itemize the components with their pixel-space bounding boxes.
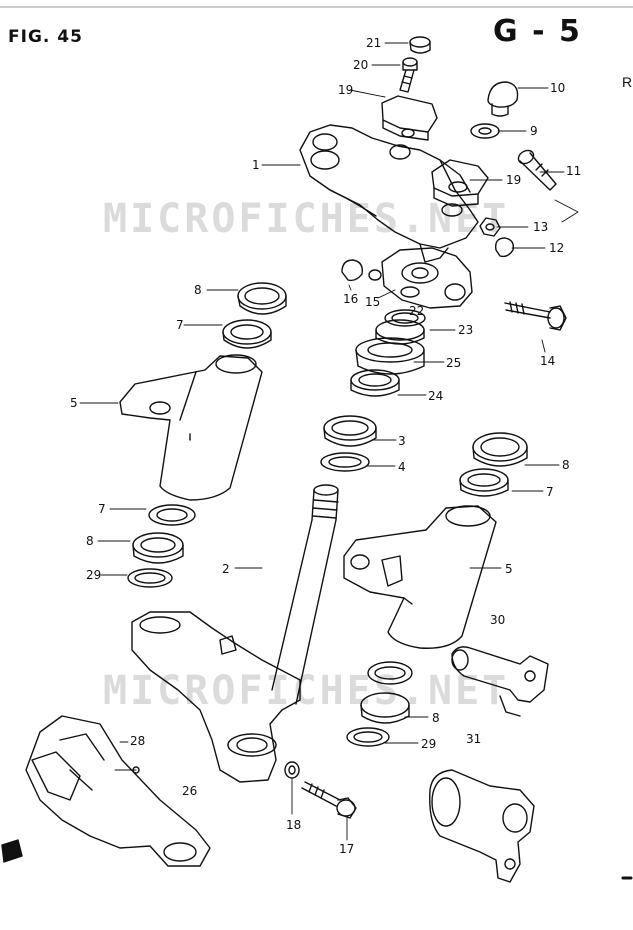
callout-29-right: 29	[421, 737, 437, 751]
part-29-lower-right-ring	[346, 727, 390, 747]
part-16-cap-nut	[341, 259, 363, 282]
callout-26: 26	[182, 784, 198, 798]
part-21-cap-nut	[409, 36, 431, 54]
callout-11: 11	[566, 164, 582, 178]
callout-30: 30	[490, 613, 506, 627]
part-20-bolt	[399, 57, 418, 93]
callout-19-top: 19	[338, 83, 354, 97]
part-8-lower-left-seal	[132, 532, 184, 564]
callout-7-lower-left: 7	[98, 502, 106, 516]
callout-14: 14	[540, 354, 556, 368]
part-2-steering-stem	[131, 484, 339, 783]
part-23-adjusting-nut	[375, 319, 425, 345]
part-7-upper-left-ring	[222, 319, 272, 349]
callout-5-right: 5	[505, 562, 513, 576]
watermark-bottom: MICROFICHES.NET	[103, 668, 510, 714]
leader-lines	[79, 42, 565, 841]
part-29-lower-left-ring	[127, 568, 173, 588]
callout-21: 21	[366, 36, 382, 50]
corner-stamp	[1, 839, 23, 863]
edge-mark: R	[622, 74, 633, 90]
arrow-mark	[554, 199, 579, 223]
callout-4: 4	[398, 460, 406, 474]
watermark-top: MICROFICHES.NET	[103, 196, 510, 242]
part-15-washer	[400, 286, 420, 298]
part-7-lower-left-ring	[148, 504, 196, 526]
part-22-lock-washer	[384, 309, 426, 327]
part-8-lower-right-seal	[360, 661, 413, 724]
part-10-handlebar-cap	[487, 81, 519, 117]
callout-8-right: 8	[562, 458, 570, 472]
part-8-right-seal	[472, 432, 528, 467]
part-13-nut	[479, 217, 501, 237]
callout-18: 18	[286, 818, 302, 832]
callout-29-left: 29	[86, 568, 102, 582]
callout-10: 10	[550, 81, 566, 95]
part-25-bearing-cover	[355, 337, 425, 375]
part-1-upper-bracket	[299, 124, 479, 263]
part-28-screw	[132, 766, 140, 774]
callout-7-right: 7	[546, 485, 554, 499]
callout-28: 28	[130, 734, 146, 748]
figure-label: FIG. 45	[8, 27, 83, 47]
part-31-housing	[429, 769, 535, 883]
part-9-washer	[470, 123, 500, 139]
part-18-washer	[284, 761, 300, 779]
callout-8-lower-left: 8	[86, 534, 94, 548]
section-code: G - 5	[493, 14, 582, 49]
callout-20: 20	[353, 58, 369, 72]
callout-23: 23	[458, 323, 474, 337]
callout-25: 25	[446, 356, 462, 370]
callout-7-upper-left: 7	[176, 318, 184, 332]
part-19-upper-handlebar-holder	[381, 95, 438, 141]
callout-8-lower-right: 8	[432, 711, 440, 725]
callout-17: 17	[339, 842, 355, 856]
callout-12: 12	[549, 241, 565, 255]
callout-24: 24	[428, 389, 444, 403]
callout-31: 31	[466, 732, 482, 746]
part-30-reflector-bracket	[451, 646, 549, 717]
callout-3: 3	[398, 434, 406, 448]
part-4-race-ring	[320, 452, 370, 472]
callout-1: 1	[252, 158, 260, 172]
part-steering-stem-head	[368, 247, 473, 309]
callout-15: 15	[365, 295, 381, 309]
part-26-lower-left-plate	[25, 715, 211, 867]
part-17-bolt	[301, 781, 357, 819]
callout-16: 16	[343, 292, 359, 306]
part-14-pinch-bolt	[504, 301, 567, 331]
callout-9: 9	[530, 124, 538, 138]
part-19-lower-handlebar-holder	[431, 159, 489, 207]
part-11-bolt	[517, 149, 557, 191]
part-12-cap-nut	[495, 237, 515, 258]
part-5-left-headlight-bracket	[119, 354, 263, 501]
part-8-upper-left-seal	[237, 282, 287, 315]
callout-5-left: 5	[70, 396, 78, 410]
part-24-upper-bearing	[350, 369, 400, 397]
part-5-right-headlight-bracket	[343, 505, 497, 649]
callout-22: 22	[409, 304, 425, 318]
callout-13: 13	[533, 220, 549, 234]
part-7-right-ring	[459, 468, 509, 497]
part-3-dust-seal	[323, 415, 377, 447]
callout-19-mid: 19	[506, 173, 522, 187]
callout-2: 2	[222, 562, 230, 576]
callout-8-upper-left: 8	[194, 283, 202, 297]
